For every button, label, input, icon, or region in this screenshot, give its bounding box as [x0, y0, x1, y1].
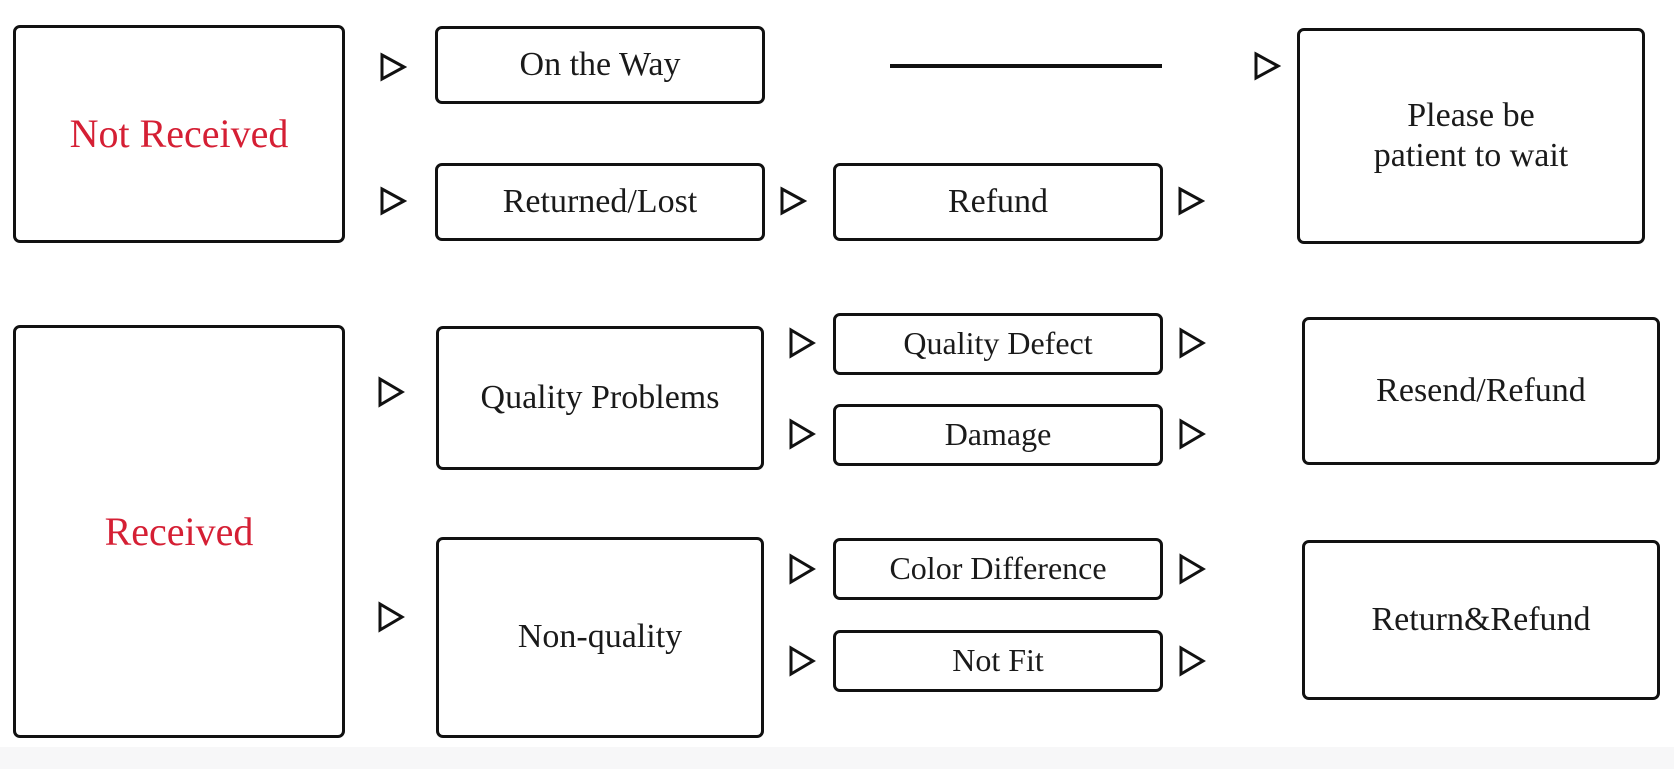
node-refund-label: Refund [947, 182, 1049, 220]
node-not-fit[interactable]: Not Fit [833, 630, 1163, 692]
node-non-quality-label: Non-quality [517, 618, 683, 656]
connector-on-the-way-to-patient [890, 64, 1162, 68]
node-on-the-way[interactable]: On the Way [435, 26, 765, 104]
node-resend-refund-label: Resend/Refund [1376, 371, 1586, 409]
node-not-received-label: Not Received [69, 111, 289, 157]
node-non-quality[interactable]: Non-quality [436, 537, 764, 738]
node-quality-defect-label: Quality Defect [903, 325, 1093, 362]
node-return-refund[interactable]: Return&Refund [1302, 540, 1660, 700]
node-return-refund-label: Return&Refund [1371, 600, 1591, 638]
node-quality-defect[interactable]: Quality Defect [833, 313, 1163, 375]
node-not-fit-label: Not Fit [952, 642, 1044, 679]
node-returned-lost-label: Returned/Lost [502, 182, 698, 220]
node-received[interactable]: Received [13, 325, 345, 738]
node-resend-refund[interactable]: Resend/Refund [1302, 317, 1660, 465]
node-damage-label: Damage [944, 416, 1052, 453]
node-damage[interactable]: Damage [833, 404, 1163, 466]
node-color-difference-label: Color Difference [889, 550, 1107, 587]
node-please-be-patient[interactable]: Please be patient to wait [1297, 28, 1645, 244]
node-please-be-patient-label: Please be patient to wait [1373, 96, 1569, 174]
node-refund[interactable]: Refund [833, 163, 1163, 241]
node-quality-problems-label: Quality Problems [480, 378, 720, 416]
bottom-band [0, 747, 1674, 769]
node-on-the-way-label: On the Way [519, 45, 681, 83]
node-quality-problems[interactable]: Quality Problems [436, 326, 764, 470]
node-color-difference[interactable]: Color Difference [833, 538, 1163, 600]
node-returned-lost[interactable]: Returned/Lost [435, 163, 765, 241]
node-not-received[interactable]: Not Received [13, 25, 345, 243]
node-received-label: Received [104, 508, 254, 554]
